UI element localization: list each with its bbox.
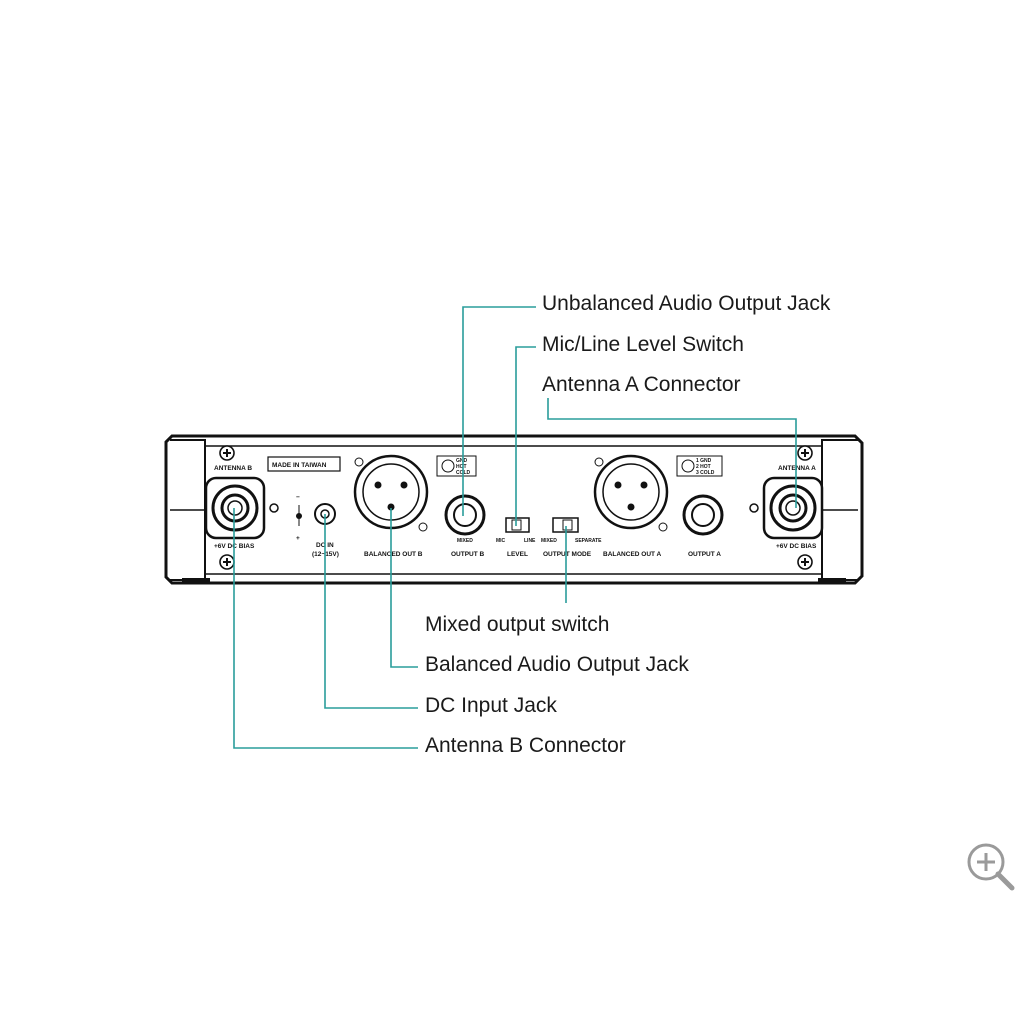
led-b: [269, 503, 279, 513]
label-mic: MIC: [496, 538, 506, 544]
callout-antenna-b-connector: Antenna B Connector: [425, 734, 626, 757]
pin-gnd-b: GND: [456, 458, 468, 464]
led-a: [749, 503, 759, 513]
screw-icon: [797, 554, 813, 570]
label-minus: −: [296, 494, 300, 501]
label-line: LINE: [524, 538, 536, 544]
leader-antenna-a: [547, 398, 797, 508]
callout-mic-line-level-switch: Mic/Line Level Switch: [542, 333, 744, 356]
callout-balanced-audio-output-jack: Balanced Audio Output Jack: [425, 653, 689, 676]
leader-antenna-b: [233, 508, 418, 749]
label-antenna-b: ANTENNA B: [214, 465, 252, 472]
screw-icon: [219, 445, 235, 461]
label-mixed-small: MIXED: [457, 538, 473, 544]
screw-icon: [219, 554, 235, 570]
label-plus: +: [296, 535, 300, 542]
leader-unbalanced: [462, 306, 536, 516]
zoom-in-button[interactable]: [962, 838, 1018, 894]
label-balanced-out-a: BALANCED OUT A: [603, 551, 662, 558]
pin-cold-a: 3 COLD: [696, 470, 715, 476]
label-separate: SEPARATE: [575, 538, 602, 544]
callout-antenna-a-connector: Antenna A Connector: [542, 373, 741, 396]
label-bias-a: +6V DC BIAS: [776, 543, 817, 550]
output-b-jack: [444, 494, 486, 536]
callout-mixed-output-switch: Mixed output switch: [425, 613, 609, 636]
label-mixed-switch: MIXED: [541, 538, 557, 544]
pin-hot-b: HOT: [456, 464, 467, 470]
zoom-in-icon: [967, 843, 1015, 891]
leader-dc: [324, 514, 418, 709]
output-a-jack: [682, 494, 724, 536]
mic-line-level-switch: [505, 517, 530, 533]
label-output-mode: OUTPUT MODE: [543, 551, 592, 558]
leader-balanced: [390, 508, 418, 668]
callout-unbalanced-audio-output-jack: Unbalanced Audio Output Jack: [542, 292, 831, 315]
balanced-out-b-xlr: [353, 454, 429, 532]
antenna-a-connector: [762, 476, 824, 540]
pin-hot-a: 2 HOT: [696, 464, 711, 470]
pin-gnd-a: 1 GND: [696, 458, 712, 464]
screw-icon: [797, 445, 813, 461]
leader-mic-line: [515, 346, 536, 526]
callout-dc-input-jack: DC Input Jack: [425, 694, 557, 717]
antenna-b-connector: [204, 476, 266, 540]
label-output-a: OUTPUT A: [688, 551, 721, 558]
label-balanced-out-b: BALANCED OUT B: [364, 551, 423, 558]
output-mode-switch: [552, 517, 579, 533]
label-level: LEVEL: [507, 551, 528, 558]
label-made-in-taiwan: MADE IN TAIWAN: [272, 462, 327, 469]
label-antenna-a: ANTENNA A: [778, 465, 816, 472]
label-output-b: OUTPUT B: [451, 551, 485, 558]
balanced-out-a-xlr: [593, 454, 669, 532]
